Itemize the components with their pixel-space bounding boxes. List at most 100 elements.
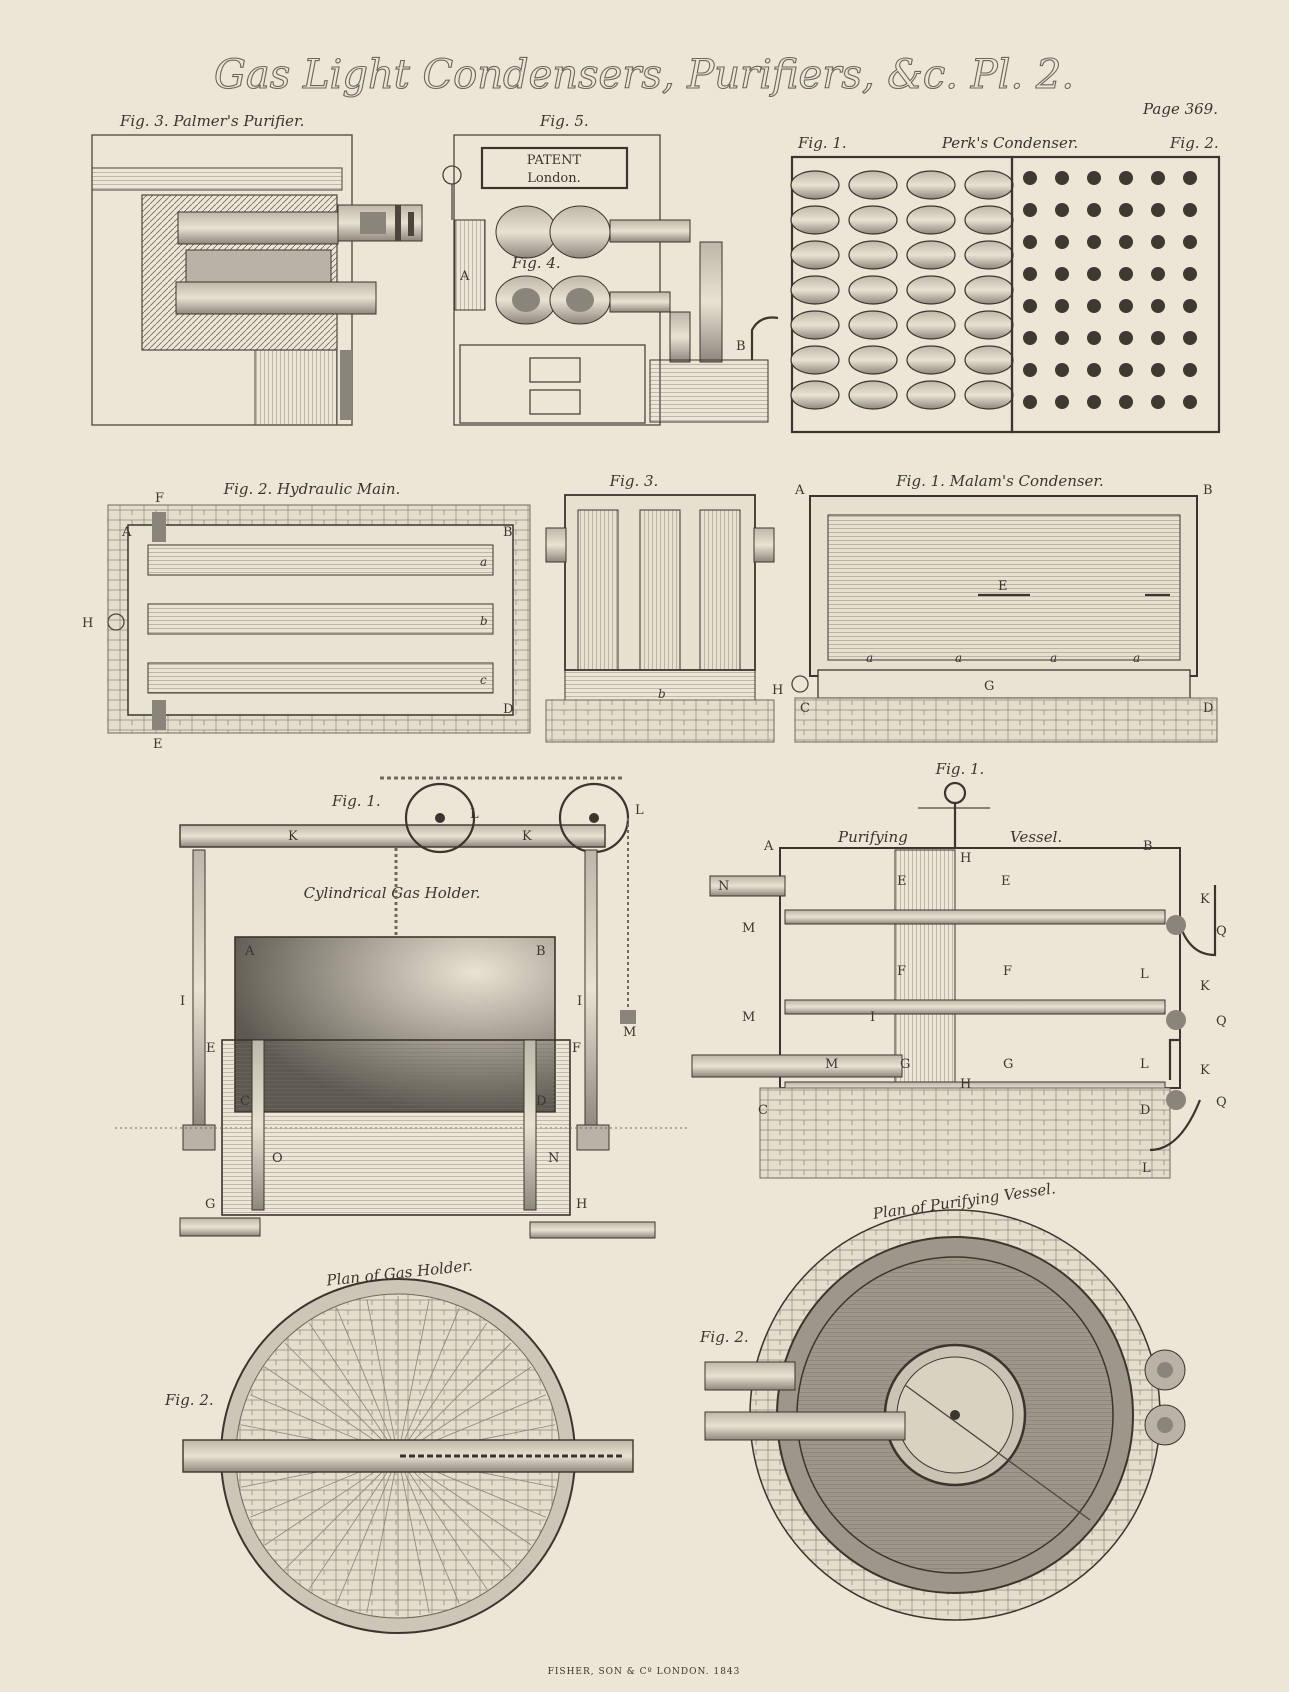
hydraulic-main-figure: Fig. 2. Hydraulic Main. F A B H a b c E … (82, 480, 531, 752)
perk-tube-hole (1055, 235, 1069, 249)
perk-tube-hole (1087, 171, 1101, 185)
pv-label-h-bottom: H (960, 1077, 971, 1092)
perks-fig2-caption: Fig. 2. (1169, 134, 1219, 152)
perk-tube-hole (1119, 203, 1133, 217)
perk-loop (848, 205, 898, 235)
perk-tube-hole (1119, 267, 1133, 281)
perk-loop (964, 240, 1014, 270)
perk-loop (848, 345, 898, 375)
pv-label-f1: F (897, 964, 906, 979)
perk-tube-hole (1055, 203, 1069, 217)
gas-holder-label-i1: I (180, 994, 185, 1009)
hydraulic-label-d: D (503, 702, 513, 717)
perk-tube-hole (1055, 299, 1069, 313)
plan-radial-line (397, 1455, 488, 1590)
hydraulic-label-h: H (82, 616, 93, 631)
perk-tube-hole (1087, 395, 1101, 409)
perk-tube-hole (1119, 395, 1133, 409)
hydraulic-label-e: E (153, 737, 163, 752)
perk-loop (906, 275, 956, 305)
gas-holder-label-c: C (240, 1094, 250, 1109)
plan-radial-line (397, 1322, 488, 1457)
perk-tube-hole (1023, 331, 1037, 345)
perks-fig1-caption: Fig. 1. (797, 134, 847, 152)
perk-loop (964, 345, 1014, 375)
purifying-vessel-title-right: Vessel. (1010, 828, 1062, 846)
gas-holder-label-k1: K (288, 829, 298, 844)
malam-label-b: B (1203, 483, 1213, 498)
perk-tube-hole (1023, 363, 1037, 377)
perk-loop (848, 240, 898, 270)
perk-tube-hole (1151, 171, 1165, 185)
plan-radial-line (397, 1308, 460, 1457)
perks-title: Perk's Condenser. (941, 134, 1078, 152)
perk-loop (906, 380, 956, 410)
perk-tube-hole (1183, 395, 1197, 409)
pv-label-k2: K (1200, 979, 1210, 994)
perk-tube-hole (1151, 235, 1165, 249)
gas-holder-label-l1: L (470, 807, 479, 822)
gas-holder-fig-caption: Fig. 1. (331, 792, 381, 810)
perk-loop (790, 170, 840, 200)
perk-tube-hole (1087, 363, 1101, 377)
perk-loop (964, 310, 1014, 340)
perk-tube-hole (1023, 267, 1037, 281)
malam-label-e: E (998, 579, 1008, 594)
malam-label-g: G (984, 679, 994, 694)
perk-loop (906, 240, 956, 270)
perks-condenser-figure: Fig. 1. Perk's Condenser. Fig. 2. (790, 134, 1221, 434)
perk-loop (848, 275, 898, 305)
perk-tube-hole (1183, 363, 1197, 377)
plan-purifying-vessel-fig-caption: Fig. 2. (699, 1328, 749, 1346)
perk-loop (790, 345, 840, 375)
pv-label-q1: Q (1216, 924, 1227, 939)
plan-radial-line (336, 1455, 399, 1604)
perk-tube-hole (1119, 331, 1133, 345)
fig3-middle-label-b: b (658, 687, 666, 701)
fig5-apparatus: Fig. 5. PATENT London. Fig. 4. A B (442, 112, 779, 426)
perk-tube-hole (1119, 235, 1133, 249)
gas-holder-title: Cylindrical Gas Holder. (304, 884, 481, 902)
plan-radial-line (397, 1455, 460, 1604)
malam-label-a3: a (1050, 651, 1057, 665)
fig5-label-b: B (736, 339, 746, 354)
perk-loop (790, 310, 840, 340)
perk-loop (906, 345, 956, 375)
perk-loop (790, 240, 840, 270)
plan-radial-line (308, 1322, 399, 1457)
cylindrical-gas-holder-figure: Fig. 1. Cylindrical Gas Holder. L L K K … (115, 776, 690, 1239)
pv-label-f2: F (1003, 964, 1012, 979)
pv-label-m3: M (825, 1057, 838, 1072)
perk-tube-hole (1119, 299, 1133, 313)
plan-of-purifying-vessel-figure: Plan of Purifying Vessel. Fig. 2. (699, 1179, 1186, 1621)
patent-sign-line2: London. (527, 171, 581, 186)
perk-loop (790, 205, 840, 235)
perks-condenser-tube-plate (1023, 171, 1197, 409)
perk-tube-hole (1183, 299, 1197, 313)
hydraulic-label-b: B (503, 525, 513, 540)
pv-label-e1: E (897, 874, 907, 889)
hydraulic-label-c-small: c (480, 673, 487, 687)
perk-tube-hole (1183, 171, 1197, 185)
malam-label-a1: a (866, 651, 873, 665)
perk-tube-hole (1151, 203, 1165, 217)
perk-tube-hole (1087, 235, 1101, 249)
gas-holder-label-l2: L (635, 803, 644, 818)
perk-loop (848, 380, 898, 410)
perk-loop (964, 170, 1014, 200)
pv-label-l3: L (1142, 1161, 1151, 1176)
perk-loop (790, 380, 840, 410)
pv-label-i: I (870, 1010, 875, 1025)
gas-holder-label-g: G (205, 1197, 215, 1212)
plan-radial-line (397, 1342, 512, 1457)
perk-tube-hole (1055, 171, 1069, 185)
publisher-imprint: FISHER, SON & Cº LONDON. 1843 (548, 1667, 741, 1677)
perk-tube-hole (1023, 203, 1037, 217)
pv-label-a: A (763, 839, 774, 854)
perk-tube-hole (1023, 235, 1037, 249)
pv-label-k1: K (1200, 892, 1210, 907)
purifying-vessel-title-left: Purifying (837, 828, 908, 846)
perk-tube-hole (1119, 363, 1133, 377)
plan-radial-line (366, 1455, 399, 1614)
